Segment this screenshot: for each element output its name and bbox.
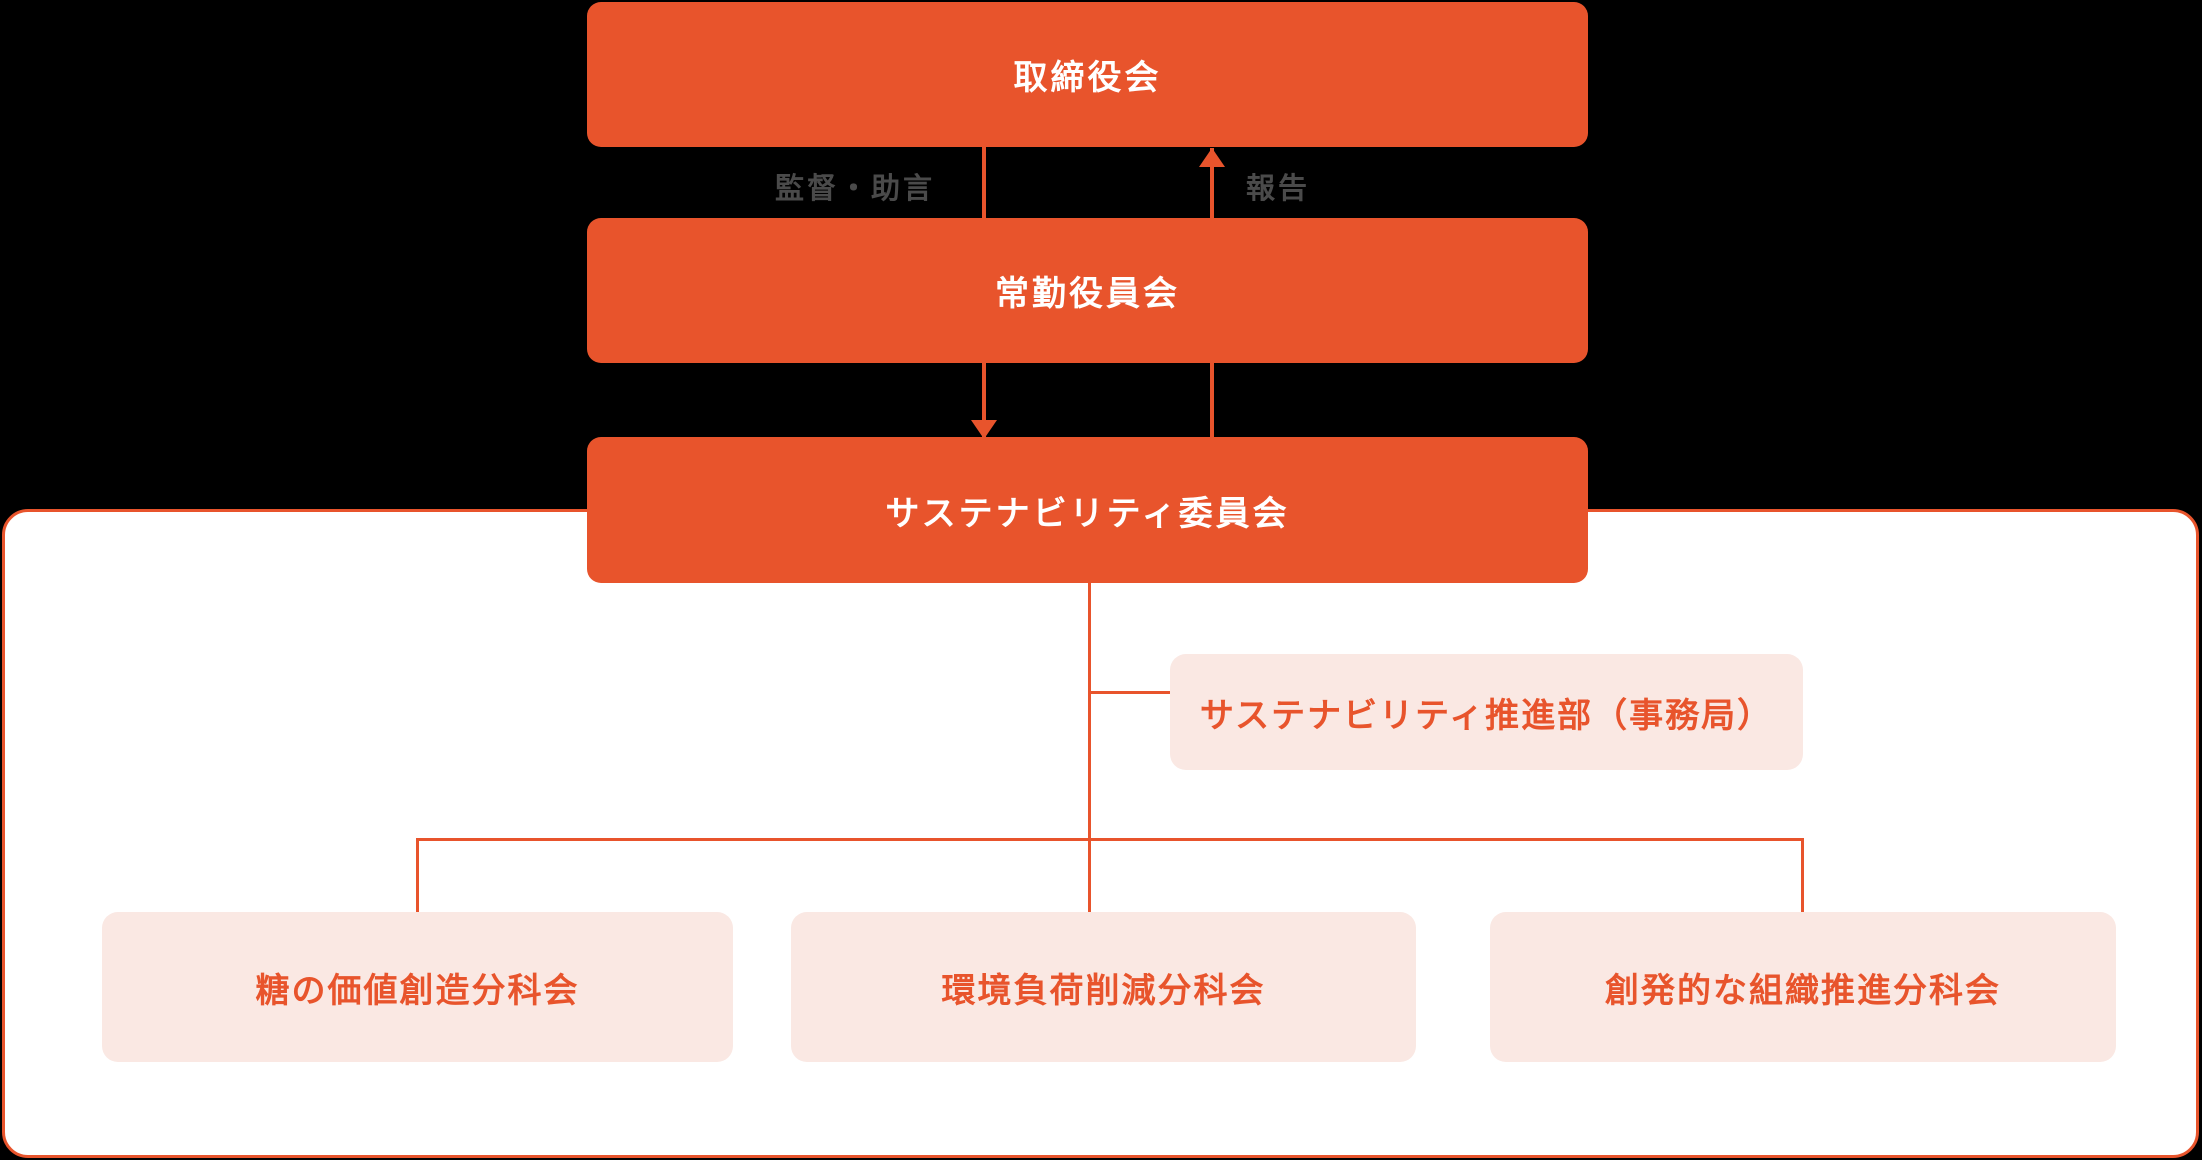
node-standing-executive-committee: 常勤役員会 bbox=[587, 218, 1588, 363]
supervise-arrowhead-down-icon bbox=[971, 420, 997, 439]
node-subcommittee-environmental-impact-reduction: 環境負荷削減分科会 bbox=[791, 912, 1416, 1062]
node-subcommittee-emergent-organization-promotion: 創発的な組織推進分科会 bbox=[1490, 912, 2116, 1062]
subcommittee-branch-line bbox=[416, 838, 1804, 841]
supervise-flow-label: 監督・助言 bbox=[774, 171, 936, 205]
report-arrowhead-up-icon bbox=[1199, 148, 1225, 167]
subcommittee-stub-right bbox=[1801, 838, 1804, 914]
report-flow-label: 報告 bbox=[1245, 171, 1311, 205]
subcommittee-stub-left bbox=[416, 838, 419, 914]
node-sustainability-promotion-office: サステナビリティ推進部（事務局） bbox=[1170, 654, 1803, 770]
node-subcommittee-sugar-value-creation: 糖の価値創造分科会 bbox=[102, 912, 733, 1062]
office-connector-line bbox=[1090, 691, 1170, 694]
committee-trunk-line bbox=[1088, 582, 1091, 914]
node-board-of-directors: 取締役会 bbox=[587, 2, 1588, 147]
node-sustainability-committee: サステナビリティ委員会 bbox=[587, 437, 1588, 583]
